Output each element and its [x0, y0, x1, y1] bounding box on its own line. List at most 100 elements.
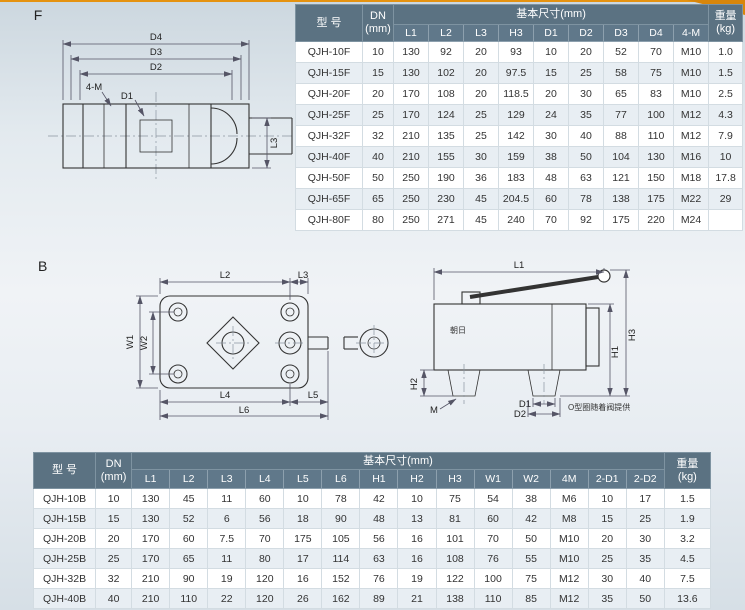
value-cell: 50: [568, 146, 604, 168]
value-cell: 138: [603, 188, 639, 210]
value-cell: 25: [95, 548, 133, 569]
value-cell: 19: [207, 568, 247, 589]
column-header-W1: W1: [473, 469, 513, 489]
value-cell: 170: [131, 528, 171, 549]
value-cell: 18: [283, 508, 323, 529]
value-cell: 35: [568, 104, 604, 126]
value-cell: M18: [672, 167, 710, 189]
value-cell: 50: [362, 167, 394, 189]
value-cell: 25: [587, 548, 627, 569]
value-cell: 1.5: [663, 488, 712, 509]
value-cell: 230: [428, 188, 464, 210]
value-cell: 83: [638, 83, 674, 105]
value-cell: 45: [169, 488, 209, 509]
value-cell: 50: [625, 588, 665, 609]
value-cell: 20: [463, 62, 499, 84]
column-header-basic-dims: 基本尺寸(mm): [392, 4, 710, 25]
dim-label-h2: H2: [409, 378, 420, 390]
value-cell: 30: [533, 125, 569, 147]
value-cell: 29: [708, 188, 744, 210]
value-cell: 60: [473, 508, 513, 529]
value-cell: 52: [603, 41, 639, 63]
value-cell: 38: [533, 146, 569, 168]
value-cell: 78: [321, 488, 361, 509]
value-cell: 120: [245, 588, 285, 609]
column-header-D2: D2: [568, 24, 604, 42]
dim-label-l3: L3: [269, 138, 280, 149]
value-cell: 101: [435, 528, 475, 549]
value-cell: 135: [428, 125, 464, 147]
value-cell: 40: [362, 146, 394, 168]
value-cell: 38: [511, 488, 551, 509]
value-cell: 110: [169, 588, 209, 609]
value-cell: M6: [549, 488, 589, 509]
value-cell: 100: [473, 568, 513, 589]
dim-label-l2: L2: [220, 270, 231, 281]
value-cell: 20: [587, 528, 627, 549]
value-cell: 35: [625, 548, 665, 569]
value-cell: 20: [95, 528, 133, 549]
value-cell: 142: [498, 125, 534, 147]
value-cell: 90: [321, 508, 361, 529]
value-cell: 121: [603, 167, 639, 189]
value-cell: 10: [95, 488, 133, 509]
column-header-L4: L4: [245, 469, 285, 489]
value-cell: 130: [131, 508, 171, 529]
value-cell: 21: [397, 588, 437, 609]
value-cell: M8: [549, 508, 589, 529]
value-cell: 97.5: [498, 62, 534, 84]
value-cell: 110: [638, 125, 674, 147]
value-cell: M10: [672, 41, 710, 63]
section-f-label: F: [34, 7, 43, 23]
value-cell: 159: [498, 146, 534, 168]
value-cell: 42: [511, 508, 551, 529]
model-cell: QJH-40F: [295, 146, 363, 168]
value-cell: 55: [511, 548, 551, 569]
model-cell: QJH-25B: [32, 548, 97, 569]
value-cell: 108: [435, 548, 475, 569]
block-valve-drawing: L2 L3 W1 W2 L4 L5 L6: [82, 250, 647, 451]
column-header-2-D1: 2-D1: [587, 469, 627, 489]
column-header-D4: D4: [638, 24, 674, 42]
model-cell: QJH-80F: [295, 209, 363, 231]
weight-unit: (kg): [677, 470, 697, 483]
value-cell: 60: [169, 528, 209, 549]
value-cell: 250: [393, 167, 429, 189]
value-cell: 78: [568, 188, 604, 210]
value-cell: 1.5: [708, 62, 744, 84]
value-cell: 22: [207, 588, 247, 609]
value-cell: 92: [568, 209, 604, 231]
value-cell: 250: [393, 188, 429, 210]
value-cell: 10: [708, 146, 744, 168]
value-cell: 40: [625, 568, 665, 589]
dim-label-w2: W2: [139, 336, 150, 350]
dim-label-h3: H3: [627, 329, 638, 341]
value-cell: 60: [245, 488, 285, 509]
value-cell: M12: [672, 125, 710, 147]
value-cell: 35: [587, 588, 627, 609]
value-cell: 11: [207, 488, 247, 509]
block-valve-svg: L2 L3 W1 W2 L4 L5 L6: [125, 260, 638, 420]
value-cell: 130: [393, 41, 429, 63]
column-header-H1: H1: [359, 469, 399, 489]
dn-unit: (mm): [365, 23, 391, 35]
value-cell: 129: [498, 104, 534, 126]
value-cell: 138: [435, 588, 475, 609]
value-cell: 210: [131, 588, 171, 609]
value-cell: 7.5: [207, 528, 247, 549]
value-cell: M10: [672, 62, 710, 84]
value-cell: 58: [603, 62, 639, 84]
value-cell: 4.3: [708, 104, 744, 126]
value-cell: 108: [428, 83, 464, 105]
value-cell: 162: [321, 588, 361, 609]
column-header-4M: 4M: [549, 469, 589, 489]
